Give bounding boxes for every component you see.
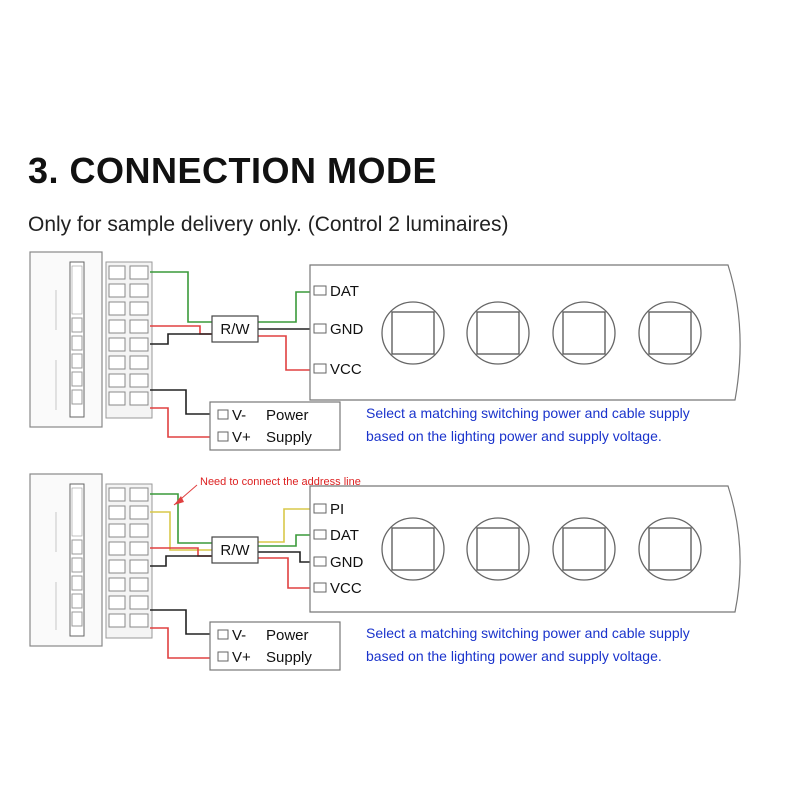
relay-label: R/W (220, 321, 250, 338)
wires-2 (150, 493, 314, 659)
power-supply-1: V- V+ Power Supply (209, 401, 341, 451)
address-line-marker: Need to connect the address line (173, 476, 361, 506)
power-label-vplus: V+ (232, 429, 251, 446)
diagram-1: R/W DAT GND VCC V- V+ Power Supply Selec… (29, 251, 741, 451)
page-subtitle: Only for sample delivery only. (Control … (28, 213, 509, 236)
pin-label-dat: DAT (330, 283, 359, 300)
power-label-vminus: V- (232, 627, 246, 644)
power-text: Power (266, 627, 309, 644)
pin-label-gnd: GND (330, 554, 364, 571)
note-line-1: Select a matching switching power and ca… (366, 625, 690, 641)
pin-label-dat: DAT (330, 527, 359, 544)
led-chip (381, 301, 445, 365)
terminal-block-1 (105, 261, 153, 419)
relay-label: R/W (220, 542, 250, 559)
power-label-vminus: V- (232, 407, 246, 424)
address-line-note: Need to connect the address line (200, 476, 361, 488)
note-line-2: based on the lighting power and supply v… (366, 648, 662, 664)
led-chip (381, 517, 445, 581)
led-chip (552, 517, 616, 581)
led-chip (638, 301, 702, 365)
led-strip-1: DAT GND VCC (309, 264, 741, 401)
power-supply-2: V- V+ Power Supply (209, 621, 341, 671)
terminal-block-2 (105, 483, 153, 639)
pin-label-vcc: VCC (330, 361, 362, 378)
wires-1 (150, 271, 314, 438)
supply-text: Supply (266, 429, 312, 446)
power-label-vplus: V+ (232, 649, 251, 666)
pin-label-gnd: GND (330, 321, 364, 338)
supply-text: Supply (266, 649, 312, 666)
led-chip (466, 517, 530, 581)
page-title: 3. CONNECTION MODE (28, 150, 438, 191)
pin-label-pi: PI (330, 501, 344, 518)
led-chip (466, 301, 530, 365)
led-chip (552, 301, 616, 365)
controller-2 (29, 473, 103, 647)
led-strip-2: PI DAT GND VCC (309, 485, 741, 613)
power-text: Power (266, 407, 309, 424)
relay-box-1: R/W (211, 315, 259, 343)
note-line-1: Select a matching switching power and ca… (366, 405, 690, 421)
pin-label-vcc: VCC (330, 580, 362, 597)
relay-box-2: R/W (211, 536, 259, 564)
diagram-2: Need to connect the address line R/W PI … (29, 473, 741, 671)
note-line-2: based on the lighting power and supply v… (366, 428, 662, 444)
controller-1 (29, 251, 103, 428)
led-chip (638, 517, 702, 581)
